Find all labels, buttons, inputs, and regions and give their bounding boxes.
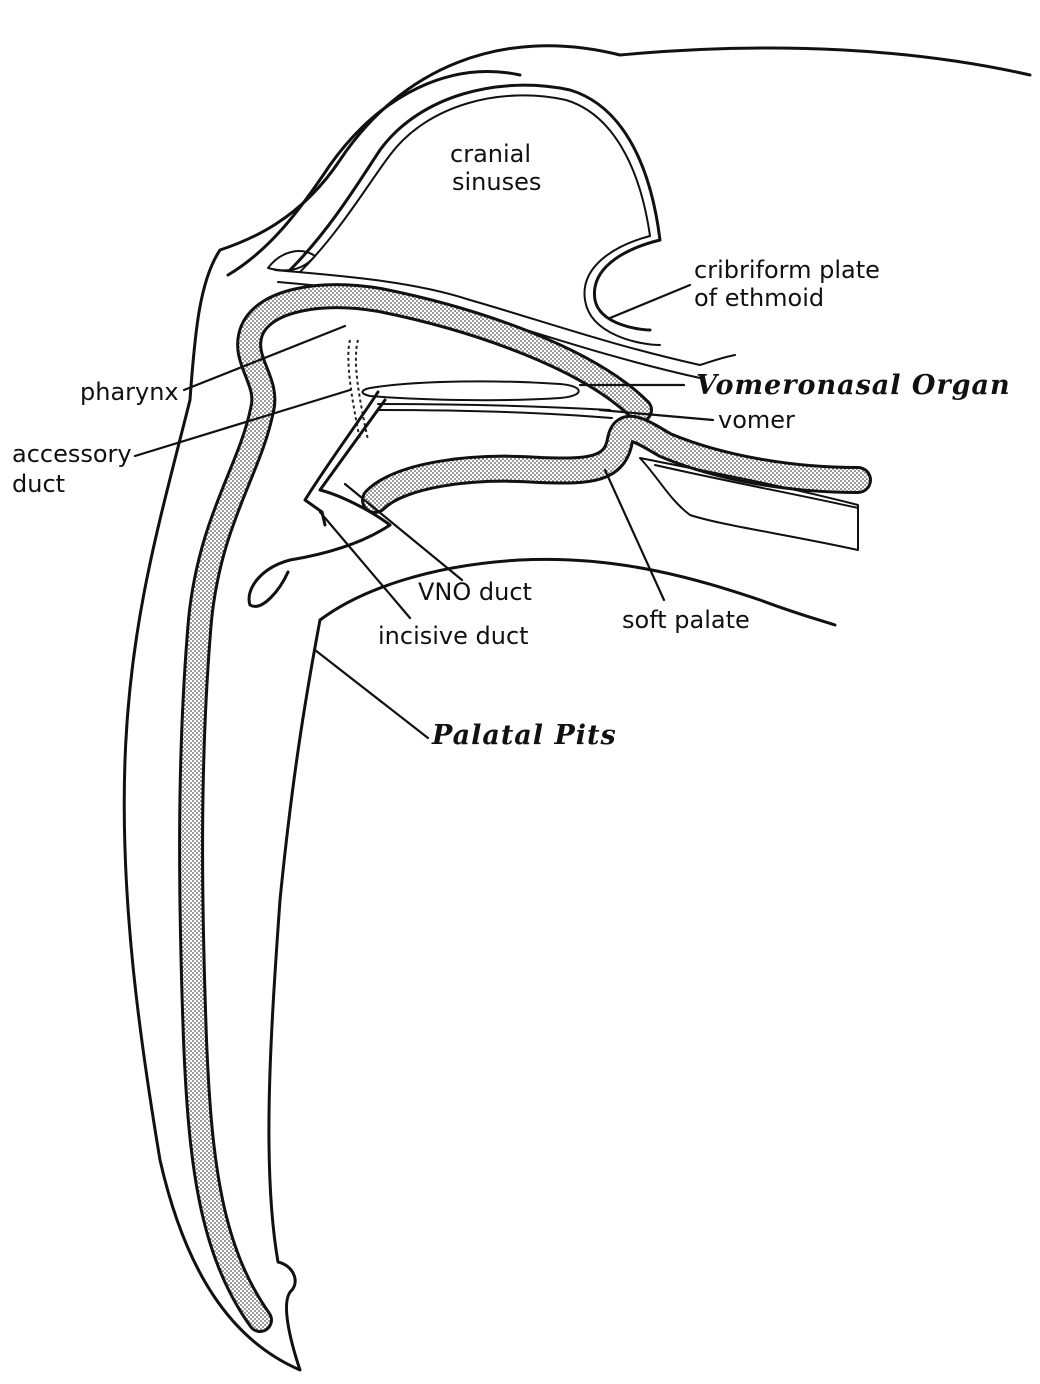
leader-vno-duct	[345, 484, 462, 580]
label-soft-palate: soft palate	[622, 606, 750, 634]
label-vomeronasal-organ: Vomeronasal Organ	[696, 370, 1011, 401]
vomer-bone-line2	[378, 410, 612, 418]
label-cribriform-2: of ethmoid	[694, 284, 824, 312]
palatal-pit-loop	[249, 525, 390, 606]
label-duct: duct	[12, 470, 65, 498]
label-sinuses: sinuses	[452, 168, 541, 196]
label-accessory: accessory	[12, 440, 132, 468]
leader-incisive	[320, 512, 410, 618]
label-cribriform-1: cribriform plate	[694, 256, 880, 284]
head-outer-outline	[124, 46, 1030, 1370]
leader-cribriform	[610, 285, 690, 318]
pharynx-mucosa-fill	[191, 296, 640, 1320]
label-vomer: vomer	[718, 406, 795, 434]
lower-jaw-outline	[320, 559, 835, 625]
vomer-bone-line1	[378, 404, 610, 410]
label-incisive-duct: incisive duct	[378, 622, 529, 650]
leader-soft-palate	[605, 470, 664, 600]
label-palatal-pits: Palatal Pits	[431, 720, 617, 751]
label-pharynx: pharynx	[80, 378, 179, 406]
label-cranial: cranial	[450, 140, 531, 168]
leader-vomer	[600, 410, 713, 420]
label-vno-duct: VNO duct	[418, 578, 532, 606]
vomeronasal-organ-shape	[363, 381, 579, 400]
leader-palatal-pits	[315, 650, 428, 738]
